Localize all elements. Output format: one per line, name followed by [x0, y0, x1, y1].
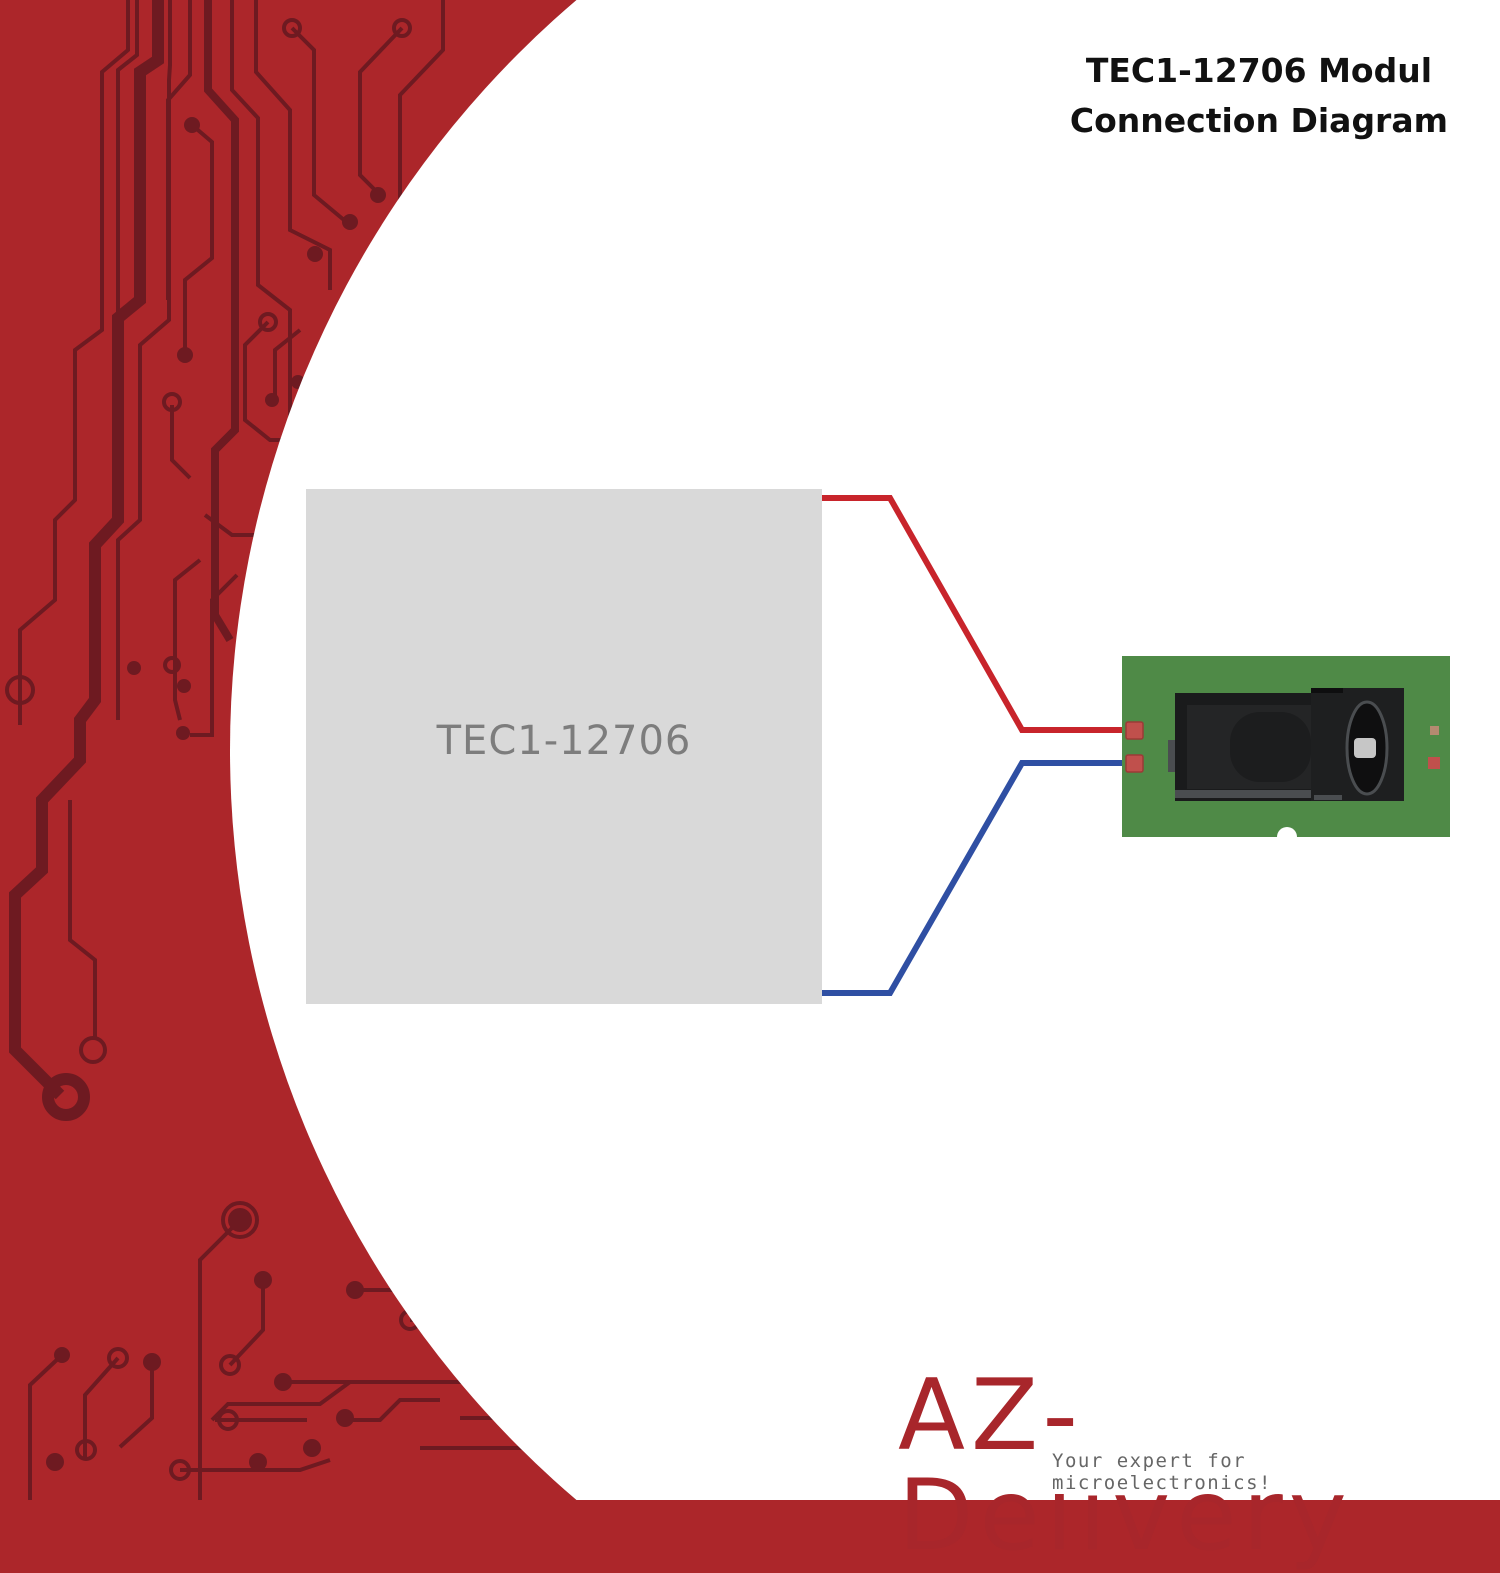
positive-wire-red[interactable] — [822, 495, 1127, 733]
brand-logo: AZ-Delivery Your expert for microelectro… — [898, 1366, 1478, 1566]
smd-component — [1430, 726, 1439, 735]
smd-pad — [1428, 757, 1440, 769]
page-title: TEC1-12706 Modul Connection Diagram — [1070, 46, 1448, 146]
circuit-pads — [46, 117, 386, 1471]
board-notch — [1277, 827, 1297, 847]
title-line-2: Connection Diagram — [1069, 101, 1448, 140]
jack-edge — [1175, 790, 1311, 798]
jack-pin — [1354, 738, 1376, 758]
circuit-rings — [5, 18, 421, 1481]
tec-module[interactable] — [306, 489, 822, 1004]
pad-negative — [1125, 754, 1144, 773]
jack-plug-shape — [1230, 712, 1311, 782]
title-line-1: TEC1-12706 Modul — [1085, 51, 1433, 90]
negative-wire-blue[interactable] — [822, 760, 1127, 996]
dc-jack-board[interactable] — [1122, 656, 1450, 847]
pad-positive — [1125, 721, 1144, 740]
diagram-canvas — [5, 0, 1500, 1500]
jack-front-bottom — [1314, 795, 1342, 800]
jack-front-top — [1311, 688, 1343, 693]
tec-module-label: TEC1-12706 — [436, 718, 692, 764]
white-panel — [230, 0, 1500, 1500]
jack-latch — [1168, 740, 1176, 772]
brand-tagline: Your expert for microelectronics! — [1050, 1450, 1478, 1494]
